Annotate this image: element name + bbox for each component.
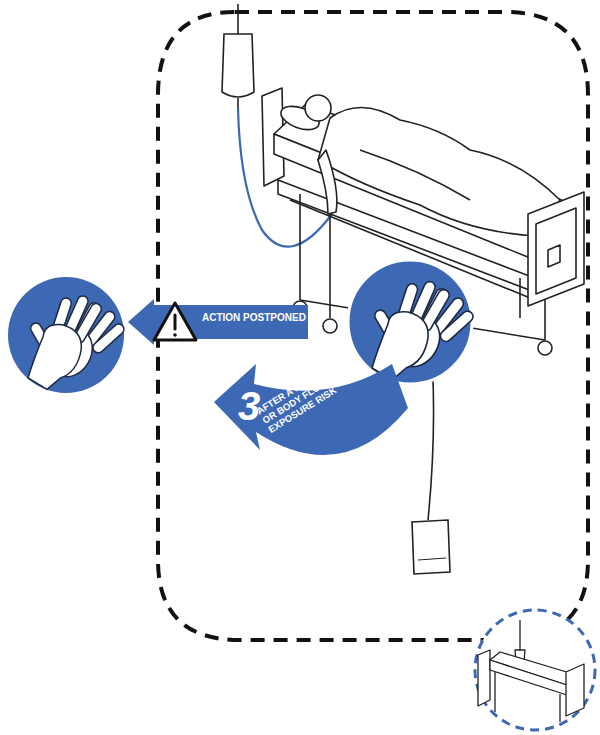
postponed-arrow: ACTION POSTPONED [128, 299, 308, 345]
moment-arrow: 3AFTER A PROCEDURE OR BODY FLUID EXPOSUR… [210, 362, 410, 487]
arrow-label: ACTION POSTPONED [202, 312, 306, 324]
warning-triangle [154, 303, 196, 340]
